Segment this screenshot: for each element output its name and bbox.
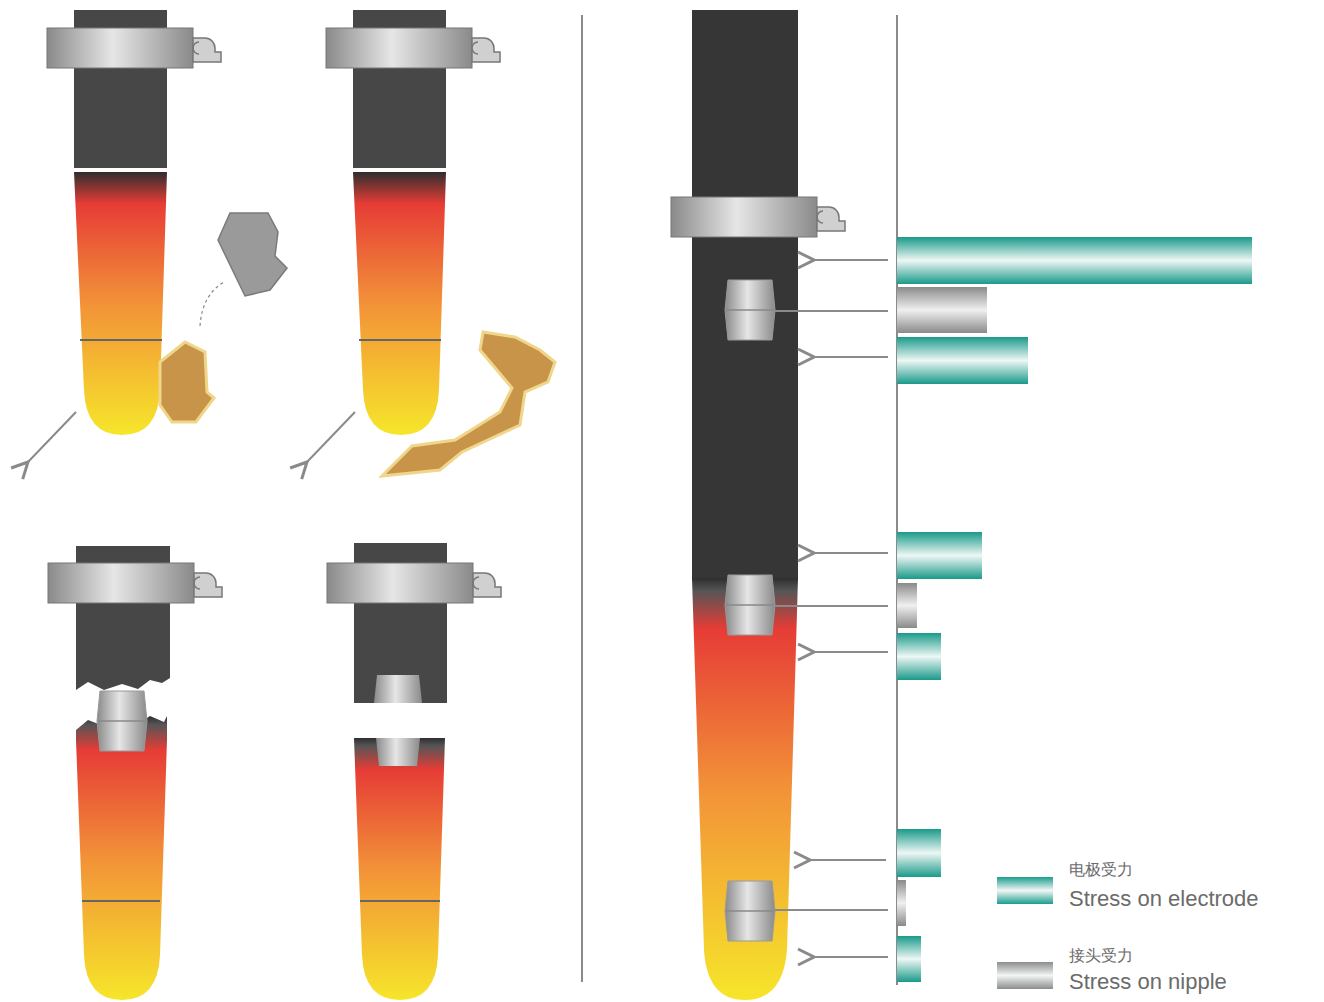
legend-text: 接头受力	[1069, 947, 1133, 965]
legend-text: 电极受力	[1069, 861, 1133, 879]
legend-swatch	[997, 962, 1053, 989]
legend-swatch	[997, 877, 1053, 904]
legend-label: Stress on electrode	[1069, 886, 1259, 912]
legend-label: Stress on nipple	[1069, 969, 1227, 995]
